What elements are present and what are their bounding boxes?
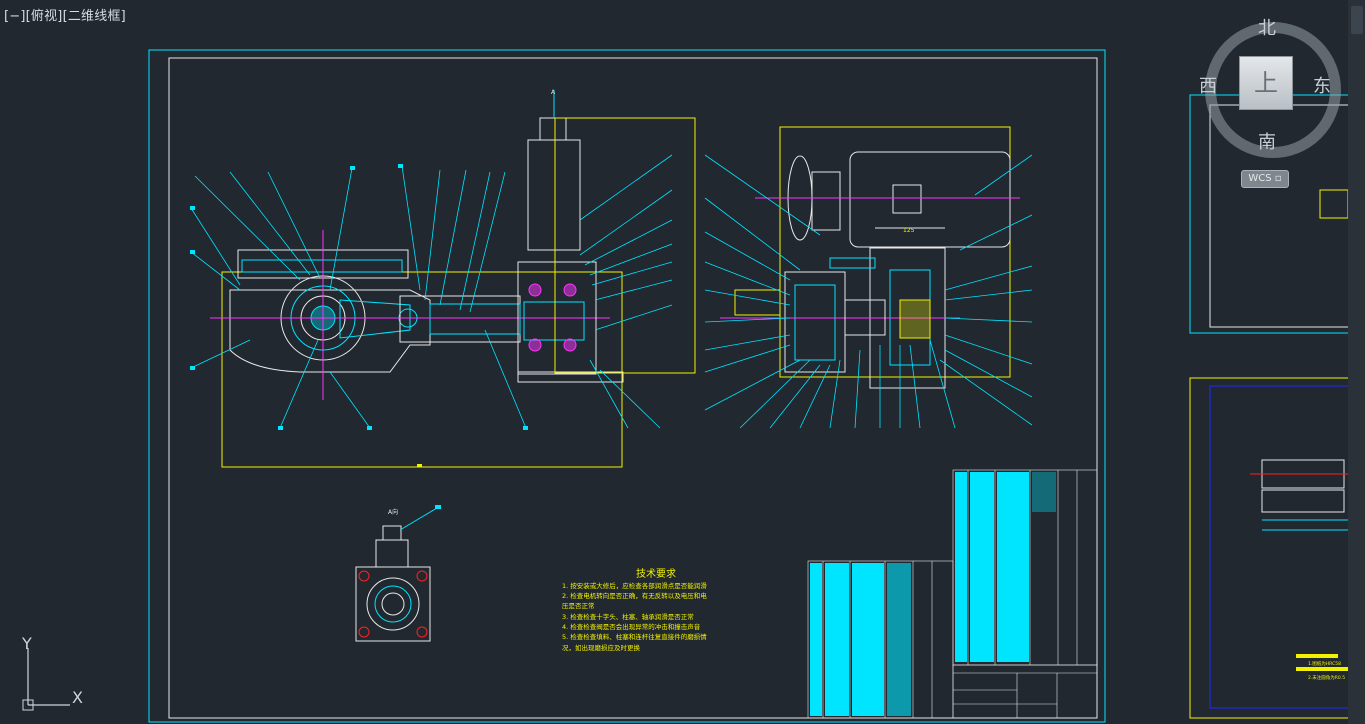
viewcube[interactable]: 北 南 西 东 上 WCS ▫	[1195, 10, 1345, 190]
tech-line-1: 1. 按安装或大修后，应检查各部润滑点是否能润滑	[562, 581, 707, 590]
viewcube-compass-ring[interactable]	[1205, 22, 1341, 158]
title-block	[952, 664, 1098, 719]
viewcube-top-face[interactable]: 上	[1239, 56, 1293, 110]
balloon-tags	[190, 164, 528, 467]
aux-view-label: A向	[388, 508, 398, 516]
parts-list-fill-lower	[810, 563, 911, 716]
scrollbar-thumb[interactable]	[1351, 6, 1363, 34]
sheet-outer-border	[148, 49, 1106, 723]
dimension-label: 125	[903, 227, 915, 234]
ucs-axes	[22, 648, 70, 711]
viewport-controls-label[interactable]: [−][俯视][二维线框]	[4, 9, 126, 24]
aux-view-a	[355, 505, 441, 642]
ucs-icon: Y X	[10, 630, 100, 720]
tech-requirements-list: 1. 按安装或大修后，应检查各部润滑点是否能润滑 2. 检查电机转向是否正确，有…	[562, 581, 707, 652]
leader-lines-left	[190, 154, 673, 429]
tech-line-6: 5. 检查检查填料、柱塞和连杆往复直接件的磨损情	[562, 632, 707, 641]
parts-list-lower	[807, 560, 954, 719]
tech-line-5: 4. 检查检查阀是否会出现异常的冲击和撞击声音	[562, 622, 701, 631]
right-note-2: 2.未注圆角为R0.5	[1308, 674, 1345, 681]
vertical-scrollbar[interactable]	[1348, 0, 1365, 724]
ucs-x-label: X	[72, 688, 83, 707]
tech-line-3: 压是否正常	[562, 601, 595, 610]
right-note-1: 1.图纸为HRC58	[1308, 660, 1341, 667]
adjacent-sheet-bottom	[1189, 377, 1348, 719]
ucs-y-label: Y	[22, 634, 32, 653]
sheet-inner-border	[168, 57, 1098, 719]
leader-lines-right	[704, 154, 1033, 429]
tech-line-2: 2. 检查电机转向是否正确，有无反转以及电压和电	[562, 591, 707, 600]
section-mark: A	[551, 89, 556, 96]
tech-requirements-title: 技术要求	[636, 567, 676, 580]
pump-top-view	[720, 126, 1020, 389]
tech-line-7: 况，如出现磨损应及时更换	[562, 643, 641, 652]
viewcube-east[interactable]: 东	[1313, 76, 1331, 97]
parts-list-fill-upper	[955, 472, 1056, 662]
pump-section-view	[210, 90, 696, 468]
tech-line-4: 3. 检查检查十字头、柱塞、轴承润滑是否正常	[562, 612, 694, 621]
viewcube-north[interactable]: 北	[1258, 18, 1276, 39]
wcs-menu-button[interactable]: WCS ▫	[1241, 170, 1289, 188]
viewcube-south[interactable]: 南	[1258, 132, 1276, 153]
viewcube-west[interactable]: 西	[1199, 76, 1217, 97]
